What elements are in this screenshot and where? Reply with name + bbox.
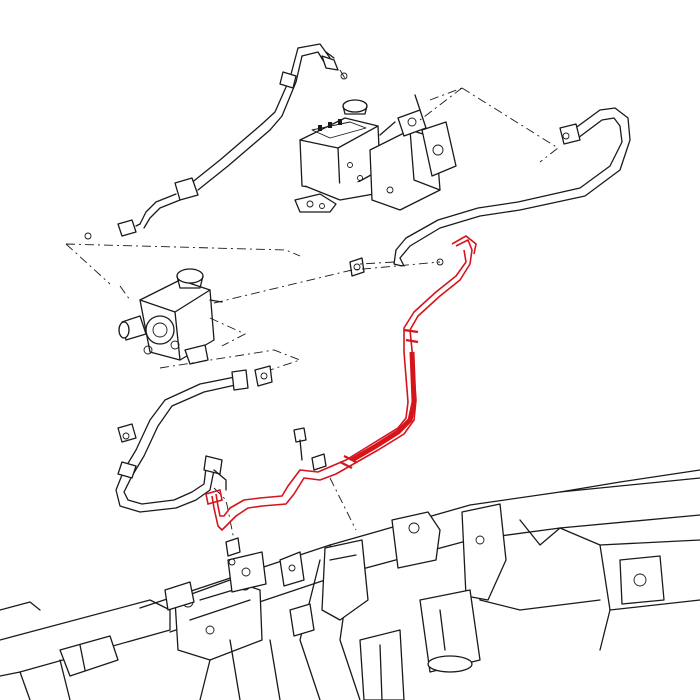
leader-lines bbox=[65, 69, 559, 541]
pressure-hose-outer bbox=[211, 239, 473, 531]
vehicle-frame bbox=[0, 469, 700, 700]
pressure-hose-top-fitting bbox=[451, 235, 477, 255]
return-hose-right bbox=[393, 107, 631, 267]
return-hose-upper bbox=[117, 43, 348, 237]
pressure-hose-sleeve bbox=[350, 351, 417, 463]
return-hose-lower bbox=[115, 369, 249, 513]
pressure-hose-highlighted bbox=[205, 235, 477, 531]
brake-master-cylinder bbox=[294, 94, 457, 213]
hose-clamps bbox=[84, 232, 444, 566]
pressure-hose-end-fitting bbox=[205, 488, 223, 506]
pressure-hose-ferrule bbox=[339, 328, 419, 469]
pressure-hose-inner bbox=[215, 249, 467, 517]
power-steering-pump bbox=[118, 268, 223, 365]
